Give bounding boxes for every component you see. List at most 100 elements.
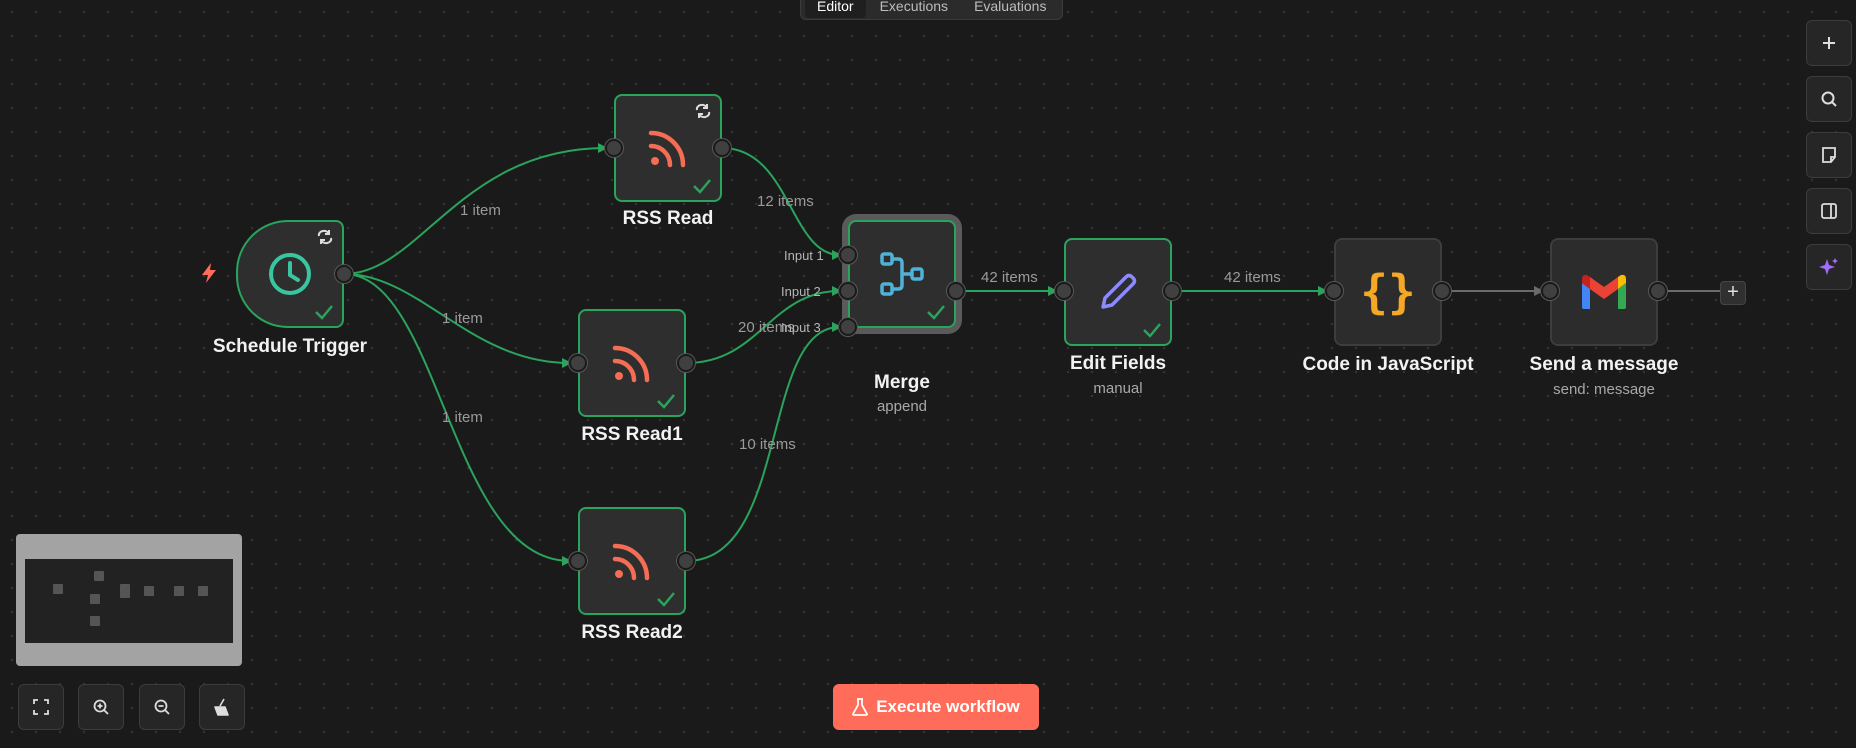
gmail-input-port[interactable] [1541, 282, 1559, 300]
node-code-javascript[interactable]: {} [1334, 238, 1442, 346]
add-node-button[interactable]: + [1720, 281, 1746, 305]
zoom-out-button[interactable] [139, 684, 185, 730]
execute-workflow-button[interactable]: Execute workflow [833, 684, 1039, 730]
edge-label-rss1-merge: 20 items [738, 319, 795, 336]
braces-icon: {} [1360, 265, 1416, 319]
edge-label-trigger-rss: 1 item [460, 202, 501, 219]
check-icon [315, 305, 333, 320]
sticky-note-icon [1822, 147, 1836, 163]
minimap-node [198, 586, 208, 596]
node-label-send-message: Send a message [1529, 354, 1679, 375]
minimap-node [120, 584, 130, 598]
node-subtitle-merge: append [876, 398, 928, 415]
node-label-schedule-trigger: Schedule Trigger [212, 336, 368, 357]
ai-assistant-button[interactable] [1806, 244, 1852, 290]
rss-read1-output-port[interactable] [677, 354, 695, 372]
edge-rss-merge[interactable] [721, 147, 842, 260]
check-icon [657, 592, 675, 607]
schedule-trigger-output-port[interactable] [335, 265, 353, 283]
loop-arrows-icon [695, 103, 711, 119]
pencil-icon [1101, 273, 1137, 309]
code-input-port[interactable] [1325, 282, 1343, 300]
toggle-panel-button[interactable] [1806, 188, 1852, 234]
merge-input-2-label: Input 2 [781, 284, 821, 299]
edge-label-trigger-rss1: 1 item [442, 310, 483, 327]
sticky-note-button[interactable] [1806, 132, 1852, 178]
flask-icon [852, 698, 869, 716]
execute-workflow-label: Execute workflow [876, 697, 1020, 716]
check-icon [693, 179, 711, 194]
rss-read1-input-port[interactable] [569, 354, 587, 372]
node-label-rss-read: RSS Read [622, 208, 714, 229]
minimap[interactable] [16, 534, 242, 666]
merge-input-2-port[interactable] [839, 282, 857, 300]
loop-arrows-icon [317, 229, 333, 245]
node-subtitle-send-message: send: message [1553, 381, 1655, 398]
zoom-out-icon [154, 699, 170, 715]
edge-rss1-merge[interactable] [685, 286, 842, 364]
sparkle-icon [1819, 258, 1838, 275]
tidy-up-button[interactable] [199, 684, 245, 730]
tab-executions[interactable]: Executions [879, 0, 949, 14]
minimap-node [174, 586, 184, 596]
zoom-in-button[interactable] [78, 684, 124, 730]
rss-icon [648, 130, 686, 168]
node-edit-fields[interactable] [1064, 238, 1172, 346]
merge-input-3-port[interactable] [839, 318, 857, 336]
node-send-message[interactable] [1550, 238, 1658, 346]
zoom-in-icon [93, 699, 109, 715]
minimap-viewport[interactable] [25, 559, 233, 643]
check-icon [657, 394, 675, 409]
minimap-node [144, 586, 154, 596]
add-node-panel-button[interactable] [1806, 20, 1852, 66]
node-rss-read[interactable] [614, 94, 722, 202]
minimap-node [53, 584, 63, 594]
search-icon [1821, 91, 1837, 107]
edge-trigger-rss2[interactable] [343, 273, 572, 566]
check-icon [927, 305, 945, 320]
minimap-node [90, 594, 100, 604]
rss-read-input-port[interactable] [605, 139, 623, 157]
node-rss-read2[interactable] [578, 507, 686, 615]
rss-read2-input-port[interactable] [569, 552, 587, 570]
node-rss-read1[interactable] [578, 309, 686, 417]
node-label-edit-fields: Edit Fields [1069, 353, 1167, 374]
check-icon [1143, 323, 1161, 338]
node-label-merge: Merge [874, 372, 930, 393]
node-schedule-trigger[interactable] [236, 220, 344, 328]
sidebar-panel-icon [1821, 203, 1837, 219]
rss-read2-output-port[interactable] [677, 552, 695, 570]
edge-label-trigger-rss2: 1 item [442, 409, 483, 426]
search-nodes-button[interactable] [1806, 76, 1852, 122]
merge-icon [880, 252, 924, 296]
rss-icon [612, 543, 650, 581]
merge-input-3-label: Input 3 [781, 320, 821, 335]
edge-label-edit-code: 42 items [1224, 269, 1281, 286]
fit-view-icon [33, 699, 49, 715]
merge-output-port[interactable] [947, 282, 965, 300]
merge-input-1-label: Input 1 [784, 248, 824, 263]
edit-fields-output-port[interactable] [1163, 282, 1181, 300]
minimap-node [94, 571, 104, 581]
plus-icon [1823, 37, 1835, 49]
view-tabs: Editor Executions Evaluations [800, 0, 1064, 20]
broom-icon [214, 698, 229, 716]
edge-label-merge-edit: 42 items [981, 269, 1038, 286]
node-merge[interactable] [848, 220, 956, 328]
minimap-node [90, 616, 100, 626]
code-output-port[interactable] [1433, 282, 1451, 300]
gmail-icon [1582, 274, 1626, 309]
clock-icon [269, 253, 311, 295]
zoom-to-fit-button[interactable] [18, 684, 64, 730]
node-subtitle-edit-fields: manual [1093, 380, 1143, 397]
merge-input-1-port[interactable] [839, 246, 857, 264]
gmail-output-port[interactable] [1649, 282, 1667, 300]
node-label-rss-read1: RSS Read1 [581, 424, 683, 445]
tab-editor[interactable]: Editor [805, 0, 866, 18]
tab-evaluations[interactable]: Evaluations [974, 0, 1047, 14]
rss-icon [612, 345, 650, 383]
edit-fields-input-port[interactable] [1055, 282, 1073, 300]
rss-read-output-port[interactable] [713, 139, 731, 157]
node-label-code-javascript: Code in JavaScript [1302, 354, 1474, 375]
node-label-rss-read2: RSS Read2 [581, 622, 683, 643]
